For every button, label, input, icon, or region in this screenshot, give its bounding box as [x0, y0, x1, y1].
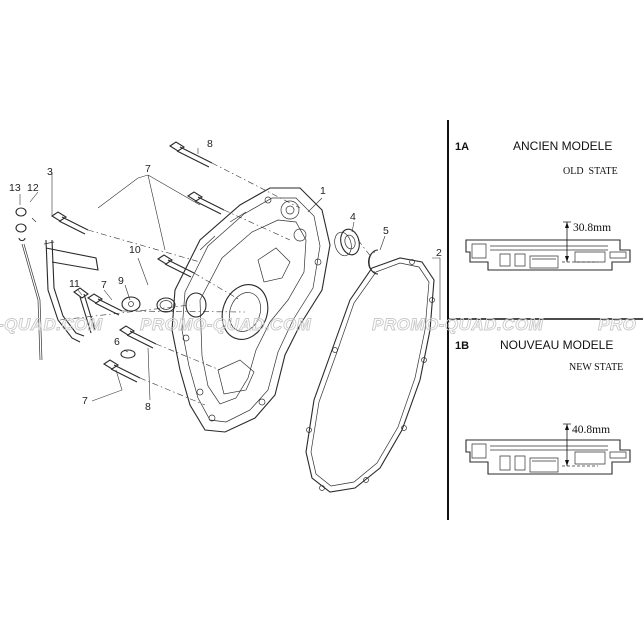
- panel-new-state: 1B NOUVEAU MODELE NEW STATE 40.8mm: [455, 338, 631, 475]
- panel-a-subtitle: OLD STATE: [563, 166, 618, 177]
- watermark-right: PRO: [598, 315, 636, 334]
- watermark-mid2: PROMO-QUAD.COM: [372, 315, 544, 334]
- drain-plugs-part: [15, 207, 43, 361]
- callout-12: 12: [27, 182, 39, 194]
- washers-group: [120, 296, 176, 359]
- dimension-value-b: 40.8mm: [572, 424, 610, 436]
- callout-13: 13: [9, 182, 21, 194]
- callout-5: 5: [383, 225, 389, 237]
- panel-b-subtitle: NEW STATE: [569, 362, 623, 373]
- callout-9: 9: [118, 275, 124, 287]
- panel-a-title: ANCIEN MODELE: [513, 139, 612, 153]
- callout-10: 10: [129, 244, 141, 256]
- bolts-group: [50, 141, 225, 383]
- callout-7-bottom: 7: [82, 395, 88, 407]
- bolt-left-7b: [50, 211, 89, 235]
- panel-b-code: 1B: [455, 340, 469, 352]
- watermark-left: -QUAD.COM: [0, 315, 103, 334]
- panel-a-code: 1A: [455, 141, 469, 153]
- bolt-left-7d: [86, 293, 123, 316]
- new-cover-section-drawing: [465, 423, 631, 475]
- panel-old-state: 1A ANCIEN MODELE OLD STATE 30.8mm: [455, 139, 631, 271]
- callout-1: 1: [320, 185, 326, 197]
- callout-6: 6: [114, 336, 120, 348]
- bearing-part: [334, 228, 360, 257]
- bolt-top-8: [168, 141, 213, 168]
- dimension-value-a: 30.8mm: [573, 222, 611, 234]
- breather-pipe-part: [43, 239, 99, 343]
- callout-7-mid: 7: [101, 279, 107, 291]
- panel-b-title: NOUVEAU MODELE: [500, 338, 613, 352]
- bolt-left-8b: [118, 325, 157, 349]
- callout-2: 2: [436, 247, 442, 259]
- bolt-bottom-7e: [102, 359, 141, 383]
- callout-labels: 1 2 3 4 5 6 7 7 7 7 8 8 9 10 11 12 13: [9, 138, 442, 413]
- bolt-top-7a: [186, 191, 225, 215]
- dipstick-part: [73, 287, 96, 334]
- callout-11: 11: [69, 278, 80, 290]
- callout-8-bottom: 8: [145, 401, 151, 413]
- callout-4: 4: [350, 211, 356, 223]
- callout-7-top: 7: [145, 163, 151, 175]
- bolt-mid-7c: [156, 254, 195, 278]
- centre-lines: [59, 162, 373, 406]
- leader-lines: [19, 148, 441, 402]
- watermark-mid1: PROMO-QUAD.COM: [140, 315, 312, 334]
- old-cover-section-drawing: [465, 221, 631, 271]
- circlip-part: [367, 249, 379, 275]
- callout-3: 3: [47, 166, 53, 178]
- crankcase-cover-part: [171, 187, 331, 433]
- watermark: -QUAD.COM PROMO-QUAD.COM PROMO-QUAD.COM …: [0, 315, 636, 335]
- callout-8-top: 8: [207, 138, 213, 150]
- gasket-part: [305, 257, 435, 493]
